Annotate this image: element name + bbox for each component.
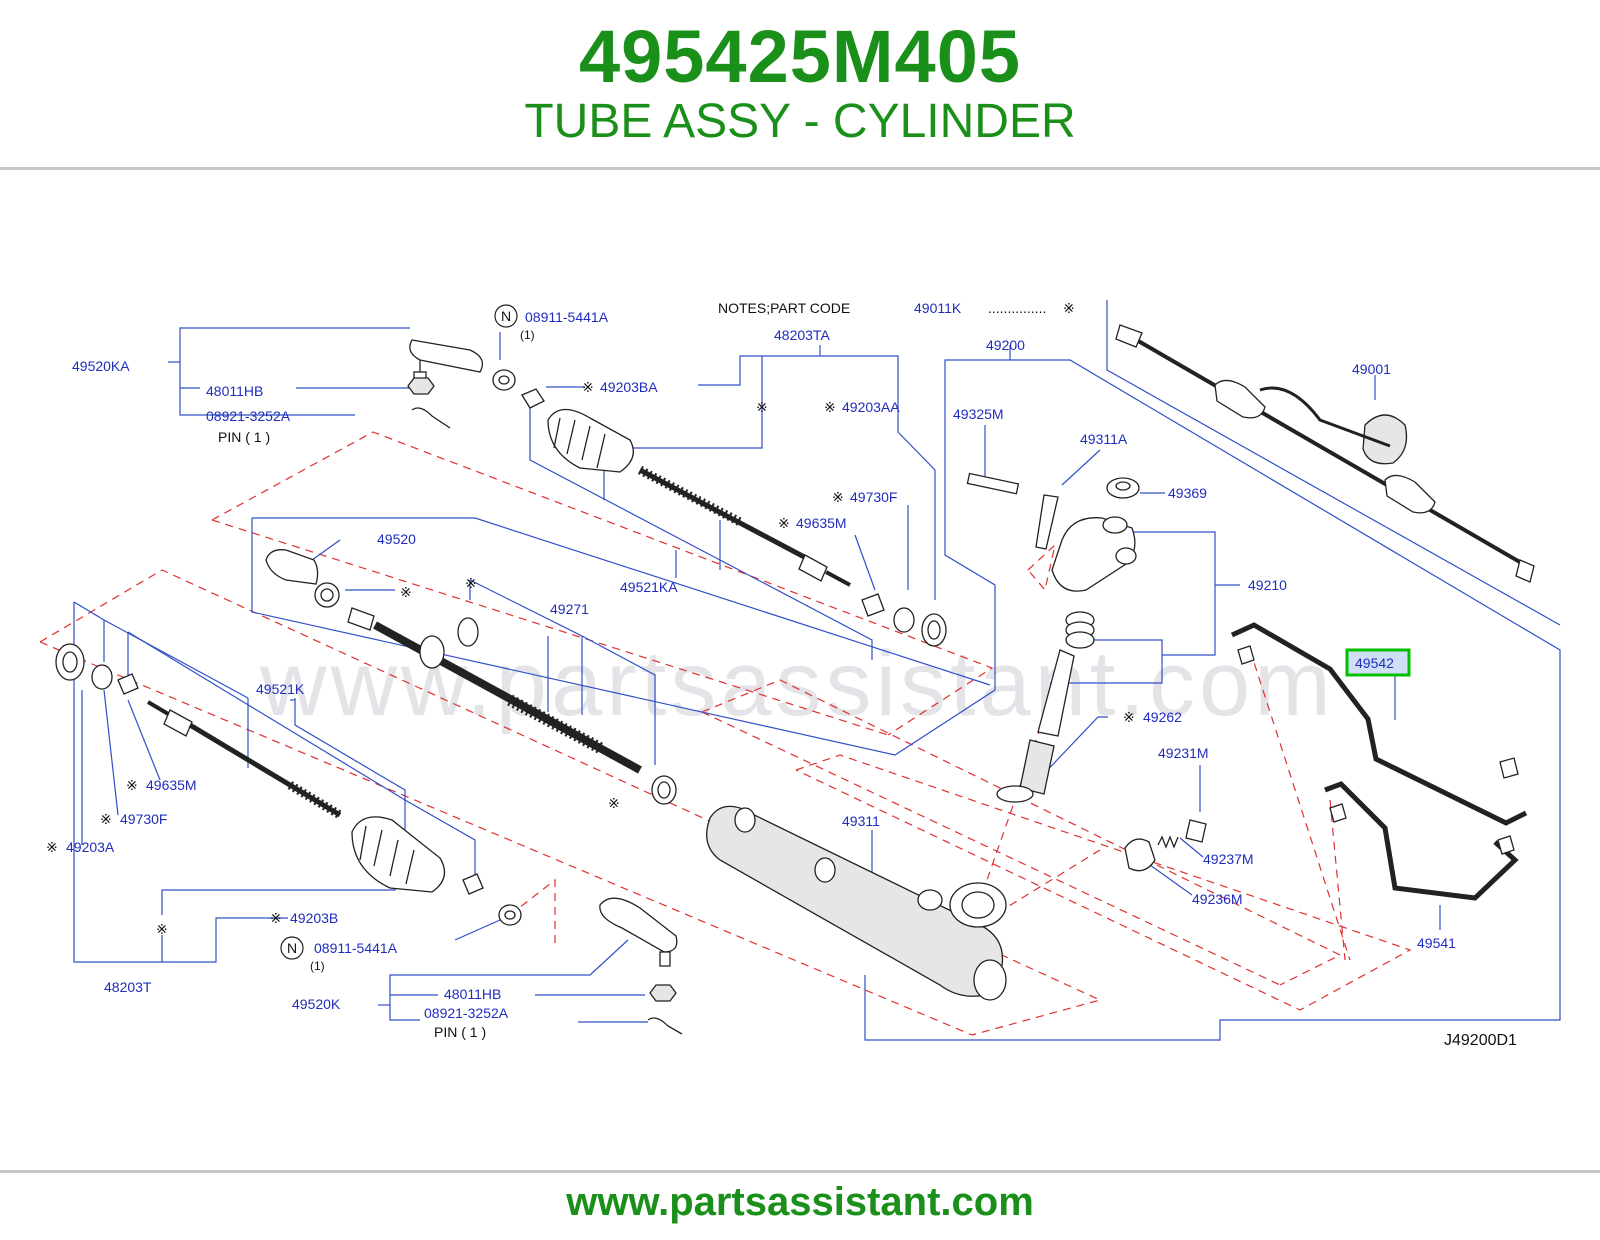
label-49730F-bot: 49730F	[120, 811, 167, 827]
drawing-id: J49200D1	[1444, 1032, 1517, 1049]
mark-48203TA: ※	[756, 399, 768, 415]
seal-49271	[457, 617, 479, 647]
label-49730F-top: 49730F	[850, 489, 897, 505]
mark-49203AA: ※	[824, 399, 836, 415]
label-49369: 49369	[1168, 485, 1207, 501]
mark-seal-right: ※	[608, 795, 620, 811]
label-49311: 49311	[842, 813, 880, 829]
mark-49730F-bot: ※	[100, 811, 112, 827]
header: 495425M405 TUBE ASSY - CYLINDER	[0, 0, 1600, 168]
label-49635M-bot: 49635M	[146, 777, 197, 793]
mark-49520: ※	[400, 584, 412, 600]
bushing-49520	[265, 549, 319, 585]
label-49237M: 49237M	[1203, 851, 1254, 867]
tie-rod-end-top	[409, 339, 484, 373]
label-08921-top: 08921-3252A	[206, 408, 291, 424]
label-48203T: 48203T	[104, 979, 152, 995]
boot-bottom	[351, 816, 446, 893]
mark-49262: ※	[1123, 709, 1135, 725]
part-labels: NOTES;PART CODE 49011K ............... ※…	[46, 300, 1517, 1049]
rack-collar	[419, 635, 445, 669]
part-number: 495425M405	[578, 15, 1022, 98]
label-49200: 49200	[986, 337, 1025, 353]
leader-lines	[73, 300, 1561, 1041]
locknut-49231M	[1185, 819, 1207, 843]
qty-bottom: (1)	[310, 959, 325, 973]
mark-49730F-top: ※	[832, 489, 844, 505]
mark-48203T: ※	[156, 921, 168, 937]
label-49325M: 49325M	[953, 406, 1004, 422]
label-49203BA: 49203BA	[600, 379, 658, 395]
pin-text-bottom: PIN ( 1 )	[434, 1024, 486, 1040]
label-49542-highlight[interactable]: 49542	[1355, 655, 1394, 671]
pin-text-top: PIN ( 1 )	[218, 429, 270, 445]
label-49271: 49271	[550, 601, 589, 617]
n-badge-bottom-icon	[280, 936, 304, 960]
lock-plate-bot	[117, 673, 139, 695]
notes-code: 49011K	[914, 300, 962, 316]
label-48203TA: 48203TA	[774, 327, 830, 343]
label-48011HB-bot: 48011HB	[444, 986, 501, 1002]
label-49311A: 49311A	[1080, 431, 1128, 447]
parts-drawings	[55, 324, 1535, 1035]
n-badge-bottom: N	[287, 940, 297, 956]
lock-plate-top	[861, 593, 885, 617]
mark-49271: ※	[465, 575, 477, 591]
label-48011HB-top: 48011HB	[206, 383, 263, 399]
highlight-box	[1345, 648, 1411, 677]
label-08911-top: 08911-5441A	[525, 309, 609, 325]
footer-url[interactable]: www.partsassistant.com	[566, 1180, 1034, 1224]
label-49521KA: 49521KA	[620, 579, 678, 595]
mark-49203BA: ※	[582, 379, 594, 395]
nut-top	[407, 377, 435, 395]
gear-assy-49001	[1126, 333, 1527, 567]
tie-rod-end-bottom	[599, 897, 678, 953]
label-49203A: 49203A	[66, 839, 115, 855]
retainer-49236M	[1124, 838, 1156, 872]
tube-49542	[1230, 622, 1528, 826]
label-49203AA: 49203AA	[842, 399, 900, 415]
label-08921-bot: 08921-3252A	[424, 1005, 509, 1021]
mark-49203B: ※	[270, 910, 282, 926]
notes-mark: ※	[1063, 300, 1075, 316]
n-badge-top-icon	[494, 304, 518, 328]
n-badge-top: N	[501, 308, 511, 324]
mark-49203A: ※	[46, 839, 58, 855]
label-49541: 49541	[1417, 935, 1456, 951]
tube-49541	[1324, 781, 1519, 901]
label-49635M-top: 49635M	[796, 515, 847, 531]
clip-top	[521, 388, 545, 409]
label-49520KA: 49520KA	[72, 358, 130, 374]
label-49520: 49520	[377, 531, 416, 547]
notes-dots: ...............	[988, 300, 1046, 316]
part-name: TUBE ASSY - CYLINDER	[524, 95, 1076, 148]
label-49203B: 49203B	[290, 910, 338, 926]
label-49001: 49001	[1352, 361, 1391, 377]
label-49210: 49210	[1248, 577, 1287, 593]
label-08911-bot: 08911-5441A	[314, 940, 398, 956]
clip-49203B	[462, 873, 484, 895]
mark-49635M-top: ※	[778, 515, 790, 531]
bolt-49325M	[966, 472, 1020, 495]
pinion-49262	[1037, 649, 1075, 737]
washer-49730F-top	[893, 607, 915, 633]
washer-49730F-bot	[91, 664, 113, 690]
qty-top: (1)	[520, 328, 535, 342]
notes-text: NOTES;PART CODE	[718, 300, 850, 316]
label-49236M: 49236M	[1192, 891, 1243, 907]
label-49231M: 49231M	[1158, 745, 1209, 761]
valve-body-49210	[1051, 517, 1136, 592]
bolt-49311A	[1035, 494, 1059, 550]
nut-bottom	[649, 984, 677, 1002]
spring-49237M	[1157, 835, 1179, 849]
header-divider	[0, 167, 1600, 170]
mark-49635M-bot: ※	[126, 777, 138, 793]
label-49520K: 49520K	[292, 996, 341, 1012]
boot-top	[547, 408, 634, 473]
label-49262: 49262	[1143, 709, 1182, 725]
label-49521K: 49521K	[256, 681, 305, 697]
footer-divider	[0, 1170, 1600, 1173]
